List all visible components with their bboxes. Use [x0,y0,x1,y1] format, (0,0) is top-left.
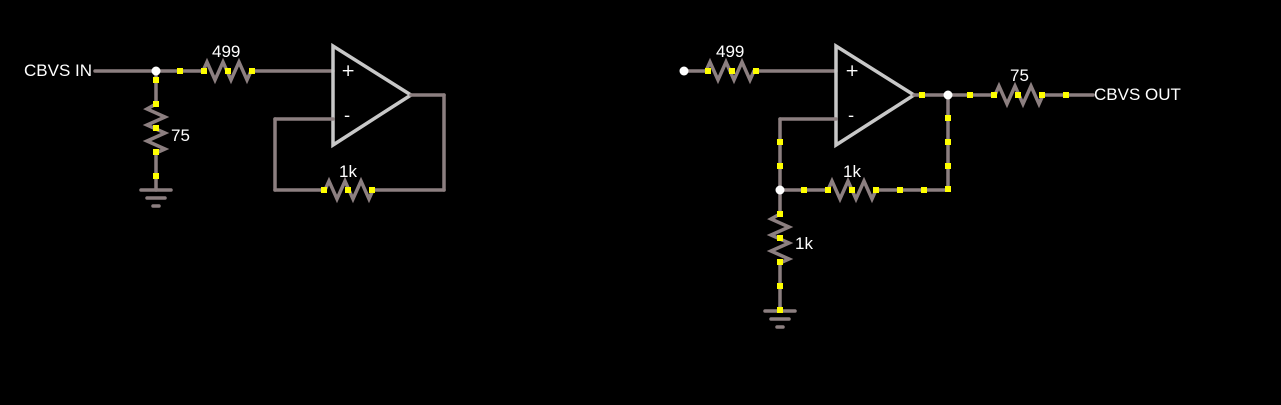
input-label: CBVS IN [24,61,92,80]
resistor-75-shunt-label: 75 [171,126,190,145]
output-label: CBVS OUT [1094,85,1181,104]
resistor-1k-ground-stage2-label: 1k [795,234,813,253]
resistor-1k-feedback-stage1-label: 1k [339,162,357,181]
opamp-stage2[interactable] [834,42,918,149]
current-dots-stage1 [153,68,375,193]
stage2-feedback-node [775,185,785,195]
current-dots-stage2 [705,68,1069,313]
opamp2-plus-sign: + [845,61,859,81]
opamp2-minus-sign: - [848,106,854,126]
stage-2: + - [679,42,1181,329]
resistor-499-stage2-label: 499 [716,42,744,61]
opamp1-minus-sign: - [344,106,350,126]
opamp1-plus-sign: + [341,61,355,81]
stage2-input-node [679,66,689,76]
opamp-stage1[interactable] [331,42,415,149]
resistor-499-stage1-label: 499 [212,42,240,61]
ground-symbol-stage1 [139,188,173,208]
stage2-output-node [943,90,953,100]
resistor-75-output-label: 75 [1010,66,1029,85]
stage-1: + - CBVS IN 499 75 1k [24,42,446,208]
junction-node-input [151,66,161,76]
ground-symbol-stage2 [763,309,797,329]
resistor-1k-feedback-stage2-label: 1k [843,162,861,181]
